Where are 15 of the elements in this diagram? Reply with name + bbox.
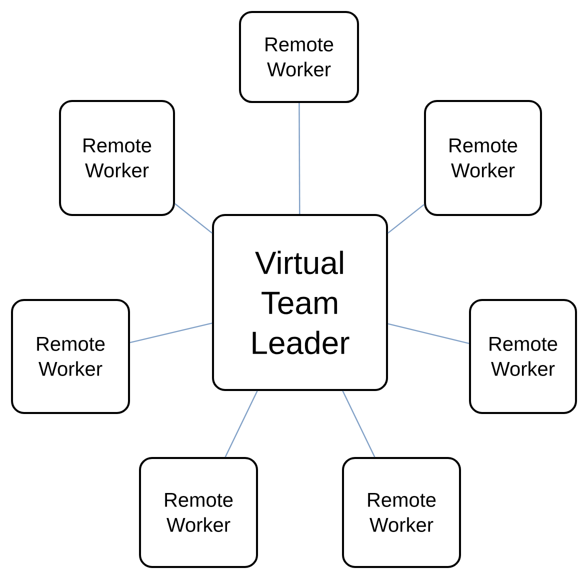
- connector-line: [342, 390, 376, 458]
- connector-line: [130, 322, 212, 344]
- connector-line: [174, 203, 212, 234]
- worker-box: Remote Worker: [11, 299, 130, 414]
- connector-line: [388, 204, 424, 234]
- connector-line: [298, 103, 300, 214]
- worker-box: Remote Worker: [239, 11, 359, 103]
- connector-line: [224, 390, 258, 458]
- worker-box: Remote Worker: [424, 100, 542, 216]
- connector-line: [388, 323, 470, 344]
- leader-box: Virtual Team Leader: [212, 214, 388, 391]
- worker-box: Remote Worker: [342, 457, 461, 568]
- worker-box: Remote Worker: [139, 457, 258, 568]
- worker-box: Remote Worker: [59, 100, 175, 216]
- worker-box: Remote Worker: [469, 299, 577, 414]
